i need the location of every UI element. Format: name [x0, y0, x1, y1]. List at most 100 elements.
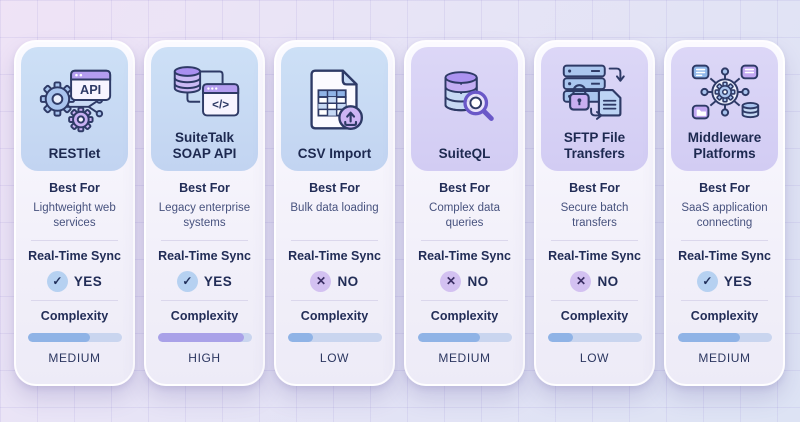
card-header: CSV Import [281, 47, 388, 171]
divider [680, 239, 769, 241]
realtime-sync-badge: ✓ YES [696, 270, 753, 292]
complexity-bar-track [287, 332, 382, 342]
complexity-bar-fill [547, 332, 573, 342]
complexity-heading: Complexity [40, 309, 109, 324]
realtime-sync-value: YES [723, 273, 753, 289]
check-icon: ✓ [696, 270, 718, 292]
cross-icon: ✕ [570, 270, 592, 292]
divider [550, 300, 639, 302]
realtime-sync-heading: Real-Time Sync [158, 248, 251, 263]
card-middleware-platforms: Middleware Platforms Best For SaaS appli… [664, 40, 785, 386]
complexity-bar-track [27, 332, 122, 342]
realtime-sync-value: NO [467, 273, 489, 289]
card-header: SFTP File Transfers [541, 47, 648, 171]
complexity-heading: Complexity [560, 309, 629, 324]
cards-row: API [14, 40, 785, 386]
complexity-heading: Complexity [430, 309, 499, 324]
card-title: RESTlet [48, 146, 101, 162]
realtime-sync-badge: ✕ NO [310, 270, 358, 292]
card-csv-import: CSV Import Best For Bulk data loading Re… [274, 40, 395, 386]
card-header: Middleware Platforms [671, 47, 778, 171]
cross-icon: ✕ [440, 270, 462, 292]
complexity-heading: Complexity [170, 309, 239, 324]
spreadsheet-file-upload-icon [285, 55, 384, 144]
best-for-text: SaaS application connecting [681, 201, 768, 230]
card-title: SuiteTalk SOAP API [172, 130, 237, 162]
realtime-sync-badge: ✓ YES [46, 270, 103, 292]
card-header: SuiteQL [411, 47, 518, 171]
card-title: CSV Import [297, 146, 372, 162]
realtime-sync-badge: ✓ YES [176, 270, 233, 292]
realtime-sync-heading: Real-Time Sync [418, 248, 511, 263]
complexity-bar-fill [287, 332, 313, 342]
divider [550, 239, 639, 241]
divider [290, 239, 379, 241]
cross-icon: ✕ [310, 270, 332, 292]
card-header: </> SuiteTalk SOAP API [151, 47, 258, 171]
divider [290, 300, 379, 301]
divider [160, 300, 249, 302]
complexity-heading: Complexity [690, 309, 759, 324]
gear-api-icon: API [25, 55, 124, 144]
best-for-text: Bulk data loading [290, 201, 379, 214]
hub-spoke-apps-icon [675, 55, 774, 128]
card-title: SuiteQL [438, 146, 491, 162]
divider [420, 239, 509, 241]
divider [680, 300, 769, 302]
card-sftp-file-transfers: SFTP File Transfers Best For Secure batc… [534, 40, 655, 386]
complexity-bar-track [547, 332, 642, 342]
best-for-heading: Best For [439, 181, 490, 195]
svg-text:API: API [80, 83, 101, 97]
realtime-sync-value: YES [203, 273, 233, 289]
complexity-bar-fill [27, 332, 90, 342]
divider [30, 239, 119, 241]
best-for-heading: Best For [179, 181, 230, 195]
check-icon: ✓ [46, 270, 68, 292]
complexity-bar-track [677, 332, 772, 342]
svg-text:</>: </> [212, 98, 229, 111]
realtime-sync-value: NO [597, 273, 619, 289]
card-body: Best For Complex data queries Real-Time … [411, 171, 518, 379]
best-for-heading: Best For [569, 181, 620, 195]
card-header: API [21, 47, 128, 171]
realtime-sync-heading: Real-Time Sync [548, 248, 641, 263]
realtime-sync-heading: Real-Time Sync [28, 248, 121, 263]
card-body: Best For Legacy enterprise systems Real-… [151, 171, 258, 379]
card-suitetalk-soap-api: </> SuiteTalk SOAP API Best For Legacy e… [144, 40, 265, 386]
realtime-sync-heading: Real-Time Sync [678, 248, 771, 263]
complexity-heading: Complexity [300, 309, 369, 323]
divider [420, 300, 509, 302]
card-body: Best For Bulk data loading Real-Time Syn… [281, 171, 388, 379]
best-for-heading: Best For [699, 181, 750, 195]
card-body: Best For Lightweight web services Real-T… [21, 171, 128, 379]
complexity-level: LOW [319, 350, 350, 365]
complexity-bar-fill [417, 332, 480, 342]
complexity-bar-track [157, 332, 252, 342]
best-for-text: Legacy enterprise systems [158, 201, 251, 230]
card-suiteql: SuiteQL Best For Complex data queries Re… [404, 40, 525, 386]
best-for-text: Lightweight web services [33, 201, 116, 230]
best-for-heading: Best For [49, 181, 100, 195]
card-body: Best For SaaS application connecting Rea… [671, 171, 778, 379]
complexity-level: HIGH [188, 350, 221, 365]
best-for-text: Complex data queries [429, 201, 500, 230]
best-for-heading: Best For [309, 181, 360, 195]
realtime-sync-badge: ✕ NO [570, 270, 618, 292]
complexity-bar-fill [677, 332, 740, 342]
complexity-level: MEDIUM [698, 350, 751, 365]
complexity-level: MEDIUM [438, 350, 491, 365]
complexity-bar-track [417, 332, 512, 342]
database-search-icon [415, 55, 514, 144]
card-title: Middleware Platforms [687, 130, 762, 162]
best-for-text: Secure batch transfers [560, 201, 629, 230]
database-code-window-icon: </> [155, 55, 254, 128]
divider [30, 300, 119, 302]
complexity-level: MEDIUM [48, 350, 101, 365]
check-icon: ✓ [176, 270, 198, 292]
card-title: SFTP File Transfers [563, 130, 626, 162]
card-body: Best For Secure batch transfers Real-Tim… [541, 171, 648, 379]
realtime-sync-heading: Real-Time Sync [288, 248, 381, 263]
realtime-sync-badge: ✕ NO [440, 270, 488, 292]
realtime-sync-value: YES [73, 273, 103, 289]
